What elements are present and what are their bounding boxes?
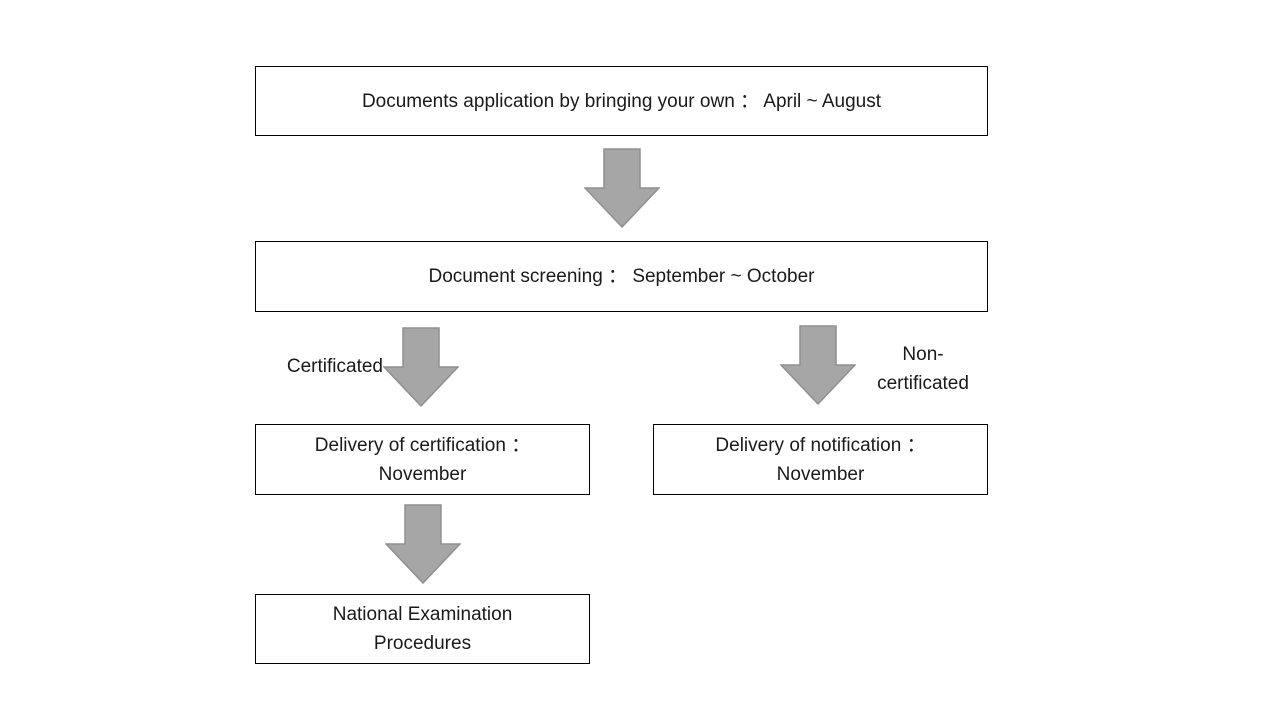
flow-box-delivery-notification-line1: Delivery of notification ： <box>715 434 926 456</box>
flow-box-screening-text: Document screening ： September ~ October <box>428 266 815 287</box>
flow-box-screening: Document screening ： September ~ October <box>255 241 988 312</box>
flow-box-delivery-notification: Delivery of notification ： November <box>653 424 988 495</box>
flow-box-application-text: Documents application by bringing your o… <box>361 90 882 112</box>
branch-label-non-certificated-line2: certificated <box>877 373 969 394</box>
branch-label-certificated-text: Certificated <box>286 356 383 377</box>
branch-label-non-certificated-line1: Non- <box>902 344 944 365</box>
flow-box-national-examination-line1: National Examination <box>332 604 513 625</box>
flow-box-delivery-certification: Delivery of certification ： November <box>255 424 590 495</box>
flow-box-delivery-notification-line2: November <box>776 463 865 485</box>
branch-label-non-certificated: Non- certificated <box>856 340 990 398</box>
down-arrow-icon <box>584 148 660 228</box>
branch-label-certificated: Certificated <box>245 352 383 381</box>
flow-box-national-examination: National Examination Procedures <box>255 594 590 664</box>
flow-box-application: Documents application by bringing your o… <box>255 66 988 136</box>
flow-box-delivery-certification-line2: November <box>378 463 467 485</box>
down-arrow-icon <box>383 327 459 407</box>
down-arrow-icon <box>385 504 461 584</box>
flow-box-delivery-certification-line1: Delivery of certification ： <box>314 434 531 456</box>
down-arrow-icon <box>780 325 856 405</box>
flow-box-national-examination-line2: Procedures <box>373 633 472 654</box>
